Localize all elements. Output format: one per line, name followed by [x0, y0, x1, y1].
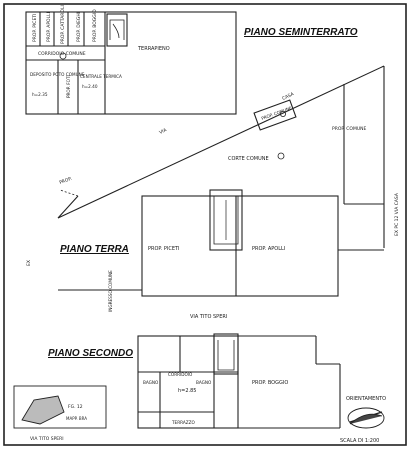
room-prop4: PROP. DIEGHI	[76, 12, 82, 42]
cantina-label: PROP. FOTI	[66, 75, 71, 98]
casa-label: CASA	[281, 91, 295, 102]
corridoio-comune-label: CORRIDOIO COMUNE	[38, 51, 86, 57]
page-border	[3, 3, 407, 446]
title-seminterrato: PIANO SEMINTERRATO	[244, 27, 358, 38]
ingresso-label: INGRESSO COMUNE	[108, 270, 113, 312]
centrale-termica-label: CENTRALE TERMICA	[80, 74, 122, 79]
centrale-height: h=2.40	[82, 84, 98, 89]
title-terra: PIANO TERRA	[60, 244, 129, 255]
prop-piceti-label: PROP. PICETI	[148, 246, 180, 252]
room-prop5: PROP. BOGGIO	[92, 9, 98, 42]
prop-left-label: PROP.	[59, 176, 73, 186]
prop-comune-box-label: PROP. COMUNE	[261, 105, 293, 121]
dash-left	[59, 189, 79, 197]
right-side-label: EX PC 12 VIA CASA	[394, 192, 400, 236]
scale-label: SCALA DI 1:200	[340, 438, 379, 444]
comune-box-meter-icon	[279, 111, 286, 118]
terrazzo-label: TERRAZZO	[171, 420, 195, 425]
via-tito-label: VIA TITO SPERI	[190, 314, 227, 320]
via-top-label: VIA	[158, 127, 168, 136]
basement-plan	[25, 11, 237, 115]
deposito-label: DEPOSITO POTO COMUNE	[30, 72, 85, 77]
prop-apolli-label: PROP. APOLLI	[252, 246, 285, 252]
terrapieno-label: TERRAPIENO	[137, 46, 170, 52]
bagno-label-2: BAGNO	[196, 380, 212, 385]
corte-meter-icon	[277, 152, 285, 160]
key-map-mapp: MAPP. BRA	[66, 416, 87, 421]
height-label: h=2.85	[178, 388, 197, 394]
left-side-label: EX	[26, 260, 32, 266]
orientamento-label: ORIENTAMENTO	[346, 396, 386, 402]
key-map-fg: FG. 12	[68, 404, 83, 410]
deposito-height: h=2.35	[32, 92, 48, 97]
corridoio-label: CORRIDOIO	[168, 372, 193, 377]
key-map	[13, 385, 107, 429]
second-floor-plan	[137, 333, 341, 429]
basement-meter-icon	[59, 52, 67, 60]
room-prop3: PROP. CATTAROLI	[60, 5, 66, 44]
room-prop2: PROP. APOLLI	[46, 12, 52, 42]
title-secondo: PIANO SECONDO	[48, 348, 133, 359]
north-arrow-icon	[347, 407, 385, 429]
key-map-via: VIA TITO SPERI	[30, 436, 64, 442]
prop-comune-right-label: PROP. COMUNE	[332, 126, 366, 132]
room-prop1: PROP. PICETI	[32, 14, 38, 42]
corte-comune-label: CORTE COMUNE	[228, 156, 269, 162]
prop-boggio-label: PROP. BOGGIO	[252, 380, 288, 386]
bagno-label-1: BAGNO	[143, 380, 159, 385]
site-plan	[57, 65, 385, 297]
